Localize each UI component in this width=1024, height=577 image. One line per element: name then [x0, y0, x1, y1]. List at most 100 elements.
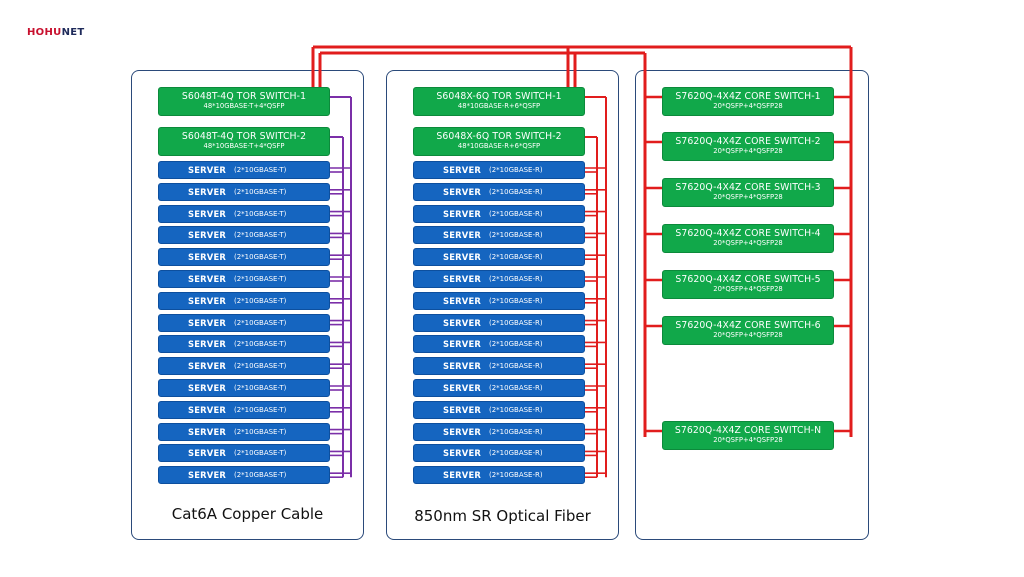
server-3: SERVER(2*10GBASE-R) — [413, 204, 585, 223]
server-ports-label: (2*10GBASE-T) — [234, 318, 287, 327]
server-label: SERVER — [188, 361, 227, 372]
server-1: SERVER(2*10GBASE-R) — [413, 161, 585, 179]
server-10: SERVER (2*10GBASE-R) — [413, 357, 585, 376]
switch-model-label: S7620Q-4X4Z CORE SWITCH-N — [674, 425, 822, 436]
switch-ports-label: 48*10GBASE-T+4*QSFP — [203, 142, 285, 150]
server-ports-label: (2*10GBASE-T) — [234, 231, 287, 240]
switch-model-label: S7620Q-4X4Z CORE SWITCH-6 — [675, 320, 821, 331]
server-15: SERVER (2*10GBASE-R) — [413, 466, 585, 485]
server-12: SERVER (2*10GBASE-T) — [158, 400, 330, 419]
server-7: SERVER(2*10GBASE-T) — [158, 291, 330, 310]
server-ports-label: (2*10GBASE-R) — [489, 340, 543, 349]
server-10: SERVER (2*10GBASE-T) — [158, 357, 330, 376]
server-ports-label: (2*10GBASE-R) — [489, 427, 543, 436]
server-14: SERVER(2*10GBASE-R) — [413, 444, 585, 463]
server-ports-label: (2*10GBASE-T) — [234, 384, 287, 392]
server-label: SERVER — [188, 230, 227, 241]
server-ports-label: (2*10GBASE-R) — [489, 471, 543, 480]
server-label: SERVER — [188, 208, 227, 219]
server-8: SERVER (2*10GBASE-T) — [158, 313, 330, 332]
server-13: SERVER(2*10GBASE-R) — [413, 422, 585, 441]
server-label: SERVER — [443, 295, 482, 306]
server-label: SERVER — [443, 252, 482, 263]
server-13: SERVER(2*10GBASE-T) — [158, 422, 330, 441]
server-1: SERVER (2*10GBASE-T) — [158, 161, 330, 179]
server-label: SERVER — [443, 230, 482, 241]
server-12: SERVER (2*10GBASE-R) — [413, 400, 585, 419]
server-label: SERVER — [188, 186, 227, 197]
server-label: SERVER — [443, 186, 482, 197]
server-2: SERVER (2*10GBASE-R) — [413, 182, 585, 201]
server-11: SERVER (2*10GBASE-T) — [158, 379, 330, 397]
switch-model-label: S7620Q-4X4Z CORE SWITCH-1 — [675, 91, 821, 102]
server-label: SERVER — [188, 317, 227, 328]
server-label: SERVER — [188, 339, 227, 350]
server-label: SERVER — [443, 361, 482, 372]
server-label: SERVER — [188, 404, 227, 415]
switch-ports-label: 48*10GBASE-T+4*QSFP — [203, 102, 285, 110]
server-14: SERVER (2*10GBASE-T) — [158, 444, 330, 463]
server-4: SERVER (2*10GBASE-T) — [158, 226, 330, 245]
server-ports-label: (2*10GBASE-T) — [234, 166, 287, 174]
switch-ports-label: 20*QSFP+4*QSFP28 — [713, 331, 783, 339]
server-ports-label: (2*10GBASE-T) — [234, 209, 287, 218]
switch-ports-label: 48*10GBASE-R+6*QSFP — [457, 142, 541, 150]
server-label: SERVER — [443, 404, 482, 415]
server-ports-label: (2*10GBASE-T) — [234, 449, 287, 458]
server-8: SERVER (2*10GBASE-R) — [413, 313, 585, 332]
server-ports-label: (2*10GBASE-R) — [489, 362, 543, 371]
server-2: SERVER(2*10GBASE-T) — [158, 182, 330, 201]
server-label: SERVER — [443, 470, 482, 481]
server-7: SERVER(2*10GBASE-R) — [413, 291, 585, 310]
hohunet-logo: HOHUNET — [27, 27, 84, 38]
switch-model-label: S6048X-6Q TOR SWITCH-2 — [436, 131, 562, 142]
server-ports-label: (2*10GBASE-R) — [489, 405, 543, 414]
switch-model-label: S6048T-4Q TOR SWITCH-2 — [181, 131, 307, 142]
server-ports-label: (2*10GBASE-T) — [234, 427, 287, 436]
server-15: SERVER (2*10GBASE-T) — [158, 466, 330, 485]
switch-ports-label: 20*QSFP+4*QSFP28 — [713, 239, 783, 247]
server-5: SERVER (2*10GBASE-R) — [413, 248, 585, 267]
server-ports-label: (2*10GBASE-T) — [234, 253, 287, 262]
switch-model-label: S7620Q-4X4Z CORE SWITCH-2 — [675, 136, 821, 147]
server-label: SERVER — [443, 339, 482, 350]
server-9: SERVER (2*10GBASE-R) — [413, 335, 585, 354]
server-3: SERVER (2*10GBASE-T) — [158, 204, 330, 223]
server-ports-label: (2*10GBASE-R) — [489, 275, 543, 283]
server-label: SERVER — [443, 383, 482, 393]
server-4: SERVER(2*10GBASE-R) — [413, 226, 585, 245]
switch-model-label: S7620Q-4X4Z CORE SWITCH-5 — [675, 274, 821, 285]
server-label: SERVER — [188, 295, 227, 306]
server-ports-label: (2*10GBASE-T) — [234, 405, 287, 414]
logo-text-hohu: HOHU — [27, 27, 62, 38]
server-label: SERVER — [443, 274, 482, 284]
server-label: SERVER — [188, 383, 227, 393]
server-ports-label: (2*10GBASE-R) — [489, 166, 543, 174]
server-ports-label: (2*10GBASE-R) — [489, 253, 543, 262]
server-label: SERVER — [188, 470, 227, 481]
switch-ports-label: 48*10GBASE-R+6*QSFP — [457, 102, 541, 110]
server-ports-label: (2*10GBASE-R) — [489, 318, 543, 327]
server-9: SERVER(2*10GBASE-T) — [158, 335, 330, 354]
switch-model-label: S7620Q-4X4Z CORE SWITCH-3 — [675, 182, 821, 193]
server-ports-label: (2*10GBASE-T) — [234, 362, 287, 371]
server-label: SERVER — [188, 274, 227, 284]
server-ports-label: (2*10GBASE-R) — [489, 187, 543, 196]
server-label: SERVER — [188, 165, 227, 175]
server-label: SERVER — [188, 448, 227, 459]
switch-ports-label: 20*QSFP+4*QSFP28 — [713, 285, 783, 293]
server-5: SERVER(2*10GBASE-T) — [158, 248, 330, 267]
server-6: SERVER(2*10GBASE-T) — [158, 270, 330, 288]
switch-ports-label: 20*QSFP+4*QSFP28 — [713, 193, 783, 201]
server-ports-label: (2*10GBASE-T) — [234, 471, 287, 480]
server-label: SERVER — [443, 317, 482, 328]
